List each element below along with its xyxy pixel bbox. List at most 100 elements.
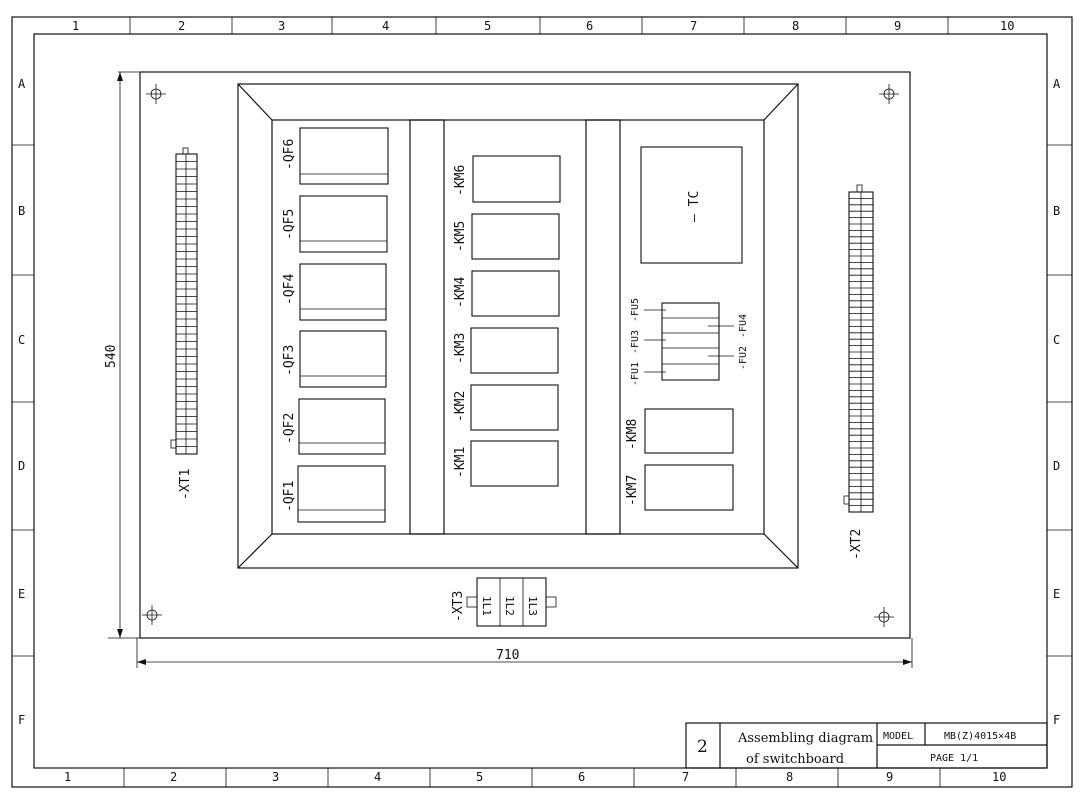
breaker-group: -QF6 -QF5 -QF4 -QF3 -QF2 -QF1: [282, 127, 389, 523]
mounting-hole-icon: [146, 84, 166, 104]
terminal-block-label: -XT1: [178, 469, 193, 500]
fuse-label: -FU3: [630, 330, 641, 354]
row-label: B: [1053, 204, 1060, 218]
contactor-km1: -KM1: [453, 440, 559, 487]
contactor-label: -KM3: [453, 333, 468, 364]
breaker-label: -QF4: [282, 274, 297, 305]
contactor-km4: -KM4: [453, 270, 560, 317]
column-grid: [123, 17, 949, 787]
drawing-title-line2: of switchboard: [746, 752, 844, 767]
row-label: C: [1053, 333, 1060, 347]
col-label: 5: [476, 770, 483, 784]
breaker-qf1: -QF1: [282, 465, 386, 523]
col-label: 9: [886, 770, 893, 784]
col-label: 2: [170, 770, 177, 784]
dimension-width-value: 710: [496, 648, 519, 663]
breaker-label: -QF5: [282, 209, 297, 240]
transformer-tc: — TC: [640, 146, 743, 264]
breaker-qf2: -QF2: [282, 398, 386, 455]
model-label: MODEL: [883, 731, 913, 742]
row-label: D: [1053, 459, 1060, 473]
contactor-group: -KM6 -KM5 -KM4 -KM3 -KM2 -KM1: [453, 155, 561, 487]
title-block: 2 Assembling diagram of switchboard MODE…: [685, 722, 1048, 769]
breaker-label: -QF2: [282, 413, 297, 444]
contactor-km3: -KM3: [453, 327, 559, 374]
row-label: F: [18, 713, 25, 727]
row-labels-left: A B C D E F: [18, 77, 26, 727]
transformer-label: — TC: [687, 191, 702, 222]
mounting-hole-icon: [879, 84, 899, 104]
row-label: F: [1053, 713, 1060, 727]
contactor-km6: -KM6: [453, 155, 561, 203]
contactor-label: -KM5: [453, 221, 468, 252]
mounting-hole-icon: [874, 607, 894, 627]
contactor-km2: -KM2: [453, 384, 559, 431]
col-label: 3: [272, 770, 279, 784]
col-label: 8: [786, 770, 793, 784]
mounting-plate: [139, 71, 911, 639]
drawing-title-line1: Assembling diagram: [737, 731, 873, 746]
dimension-width: 710: [136, 638, 913, 668]
col-label: 1: [72, 19, 79, 33]
contactor-km8: -KM8: [625, 408, 734, 454]
contactor-label: -KM7: [625, 475, 640, 506]
col-label: 6: [586, 19, 593, 33]
dimension-height-value: 540: [104, 345, 119, 368]
row-label: E: [18, 587, 25, 601]
fuse-block: -FU5 -FU3 -FU1 -FU4 -FU2: [630, 298, 749, 386]
col-label: 10: [992, 770, 1006, 784]
fuse-label: -FU5: [630, 298, 641, 322]
contactor-label: -KM2: [453, 391, 468, 422]
col-label: 10: [1000, 19, 1014, 33]
col-label: 6: [578, 770, 585, 784]
terminal-cells: [176, 161, 197, 447]
contactor-km7: -KM7: [625, 464, 734, 511]
breaker-qf5: -QF5: [282, 195, 388, 253]
col-label: 9: [894, 19, 901, 33]
contactor-label: -KM4: [453, 277, 468, 308]
terminal-block-xt1: -XT1: [170, 147, 198, 500]
col-label: 4: [382, 19, 389, 33]
col-label: 3: [278, 19, 285, 33]
row-label: C: [18, 333, 25, 347]
terminal-block-label: -XT3: [451, 591, 466, 622]
row-label: A: [18, 77, 26, 91]
breaker-label: -QF1: [282, 481, 297, 512]
breaker-qf4: -QF4: [282, 263, 387, 321]
sheet-number: 2: [697, 737, 708, 757]
contactor-label: -KM6: [453, 165, 468, 196]
col-label: 2: [178, 19, 185, 33]
terminal-cells: [849, 197, 873, 507]
wiring-duct: [237, 83, 799, 569]
mounting-hole-icon: [142, 605, 162, 625]
fuse-label: -FU1: [630, 362, 641, 386]
contactor-label: -KM1: [453, 447, 468, 478]
col-label: 5: [484, 19, 491, 33]
terminal-cell-label: 1L3: [526, 596, 539, 616]
terminal-cell-label: 1L1: [480, 596, 493, 616]
row-grid: [12, 144, 1072, 657]
row-label: D: [18, 459, 25, 473]
terminal-cell-label: 1L2: [503, 596, 516, 616]
terminal-block-label: -XT2: [849, 529, 864, 560]
breaker-label: -QF6: [282, 139, 297, 170]
column-labels-bottom: 1 2 3 4 5 6 7 8 9 10: [64, 770, 1006, 784]
model-value: MB(Z)4015×4B: [944, 731, 1016, 742]
col-label: 4: [374, 770, 381, 784]
column-labels-top: 1 2 3 4 5 6 7 8 9 10: [72, 19, 1014, 33]
col-label: 7: [690, 19, 697, 33]
row-labels-right: A B C D E F: [1053, 77, 1061, 727]
contactor-label: -KM8: [625, 419, 640, 450]
contactor-km5: -KM5: [453, 213, 560, 260]
col-label: 1: [64, 770, 71, 784]
terminal-block-xt2: -XT2: [843, 184, 874, 560]
col-label: 8: [792, 19, 799, 33]
fuse-label: -FU2: [738, 346, 749, 370]
breaker-qf6: -QF6: [282, 127, 389, 185]
inner-frame: [33, 33, 1048, 769]
dimension-height: 540: [104, 71, 140, 639]
row-label: B: [18, 204, 25, 218]
breaker-label: -QF3: [282, 345, 297, 376]
col-label: 7: [682, 770, 689, 784]
